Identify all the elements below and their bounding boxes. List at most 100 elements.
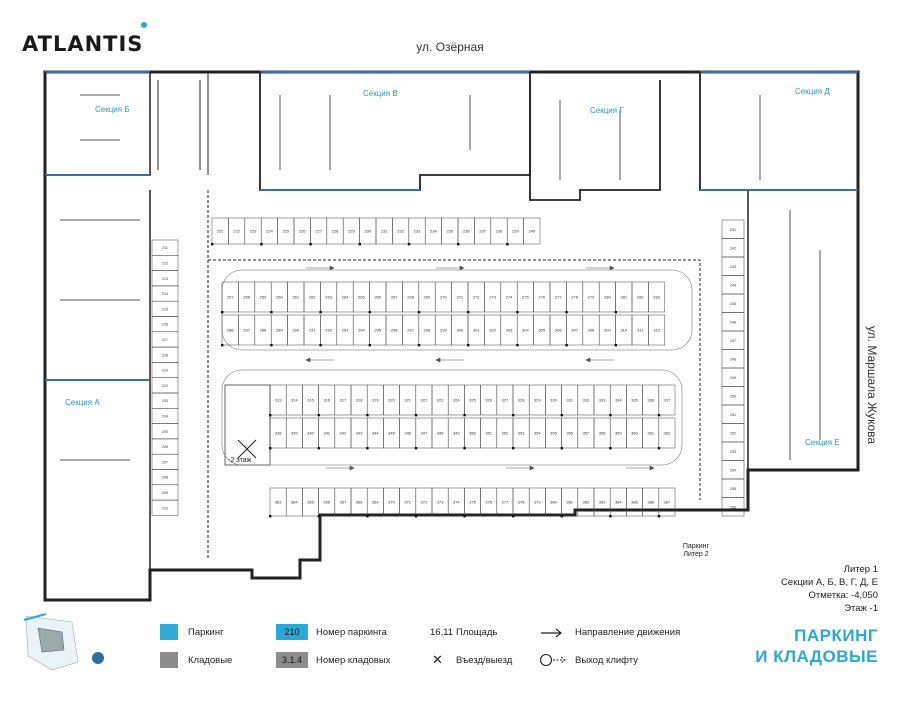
stall-number: 267 (391, 295, 398, 300)
stall-number: 281 (620, 295, 627, 300)
stall-number: 310 (620, 328, 627, 333)
stall-number: 304 (522, 328, 529, 333)
column (609, 447, 612, 450)
title-line1: ПАРКИНГ (794, 626, 878, 645)
stall-number: 264 (342, 295, 349, 300)
stall-number: 232 (397, 229, 404, 234)
stall-number: 361 (647, 431, 654, 436)
stall-number: 218 (162, 353, 168, 357)
stall-number: 237 (479, 229, 486, 234)
column (467, 344, 470, 347)
stall-number: 363 (275, 500, 282, 505)
stall-number: 349 (453, 431, 460, 436)
area-sample: 16,11 (430, 627, 454, 638)
stall-number: 323 (437, 398, 444, 403)
column (414, 447, 418, 450)
stall-number: 289 (276, 328, 283, 333)
legend-area-label: Площадь (456, 627, 498, 638)
stall-number: 227 (315, 229, 322, 234)
column (457, 243, 460, 246)
stall-number: 212 (162, 261, 168, 265)
sections-label: Секции А, Б, В, Г, Д, Е (780, 577, 878, 588)
stall-number: 343 (356, 431, 363, 436)
column (317, 447, 320, 450)
stall-number: 231 (381, 229, 388, 234)
stall-number: 322 (421, 398, 428, 403)
stall-number: 378 (518, 500, 525, 505)
stall-number: 240 (528, 229, 535, 234)
column (657, 447, 661, 450)
stall-number: 221 (217, 229, 224, 234)
stall-number: 257 (227, 295, 234, 300)
stall-number: 302 (489, 328, 496, 333)
parking-stall (151, 499, 179, 516)
stall-number: 327 (502, 398, 509, 403)
stall-number: 223 (250, 229, 257, 234)
column (317, 515, 320, 518)
stall-number: 334 (615, 398, 622, 403)
stall-number: 314 (291, 398, 298, 403)
stall-number: 204 (162, 414, 168, 418)
column (467, 311, 470, 314)
stall-number: 385 (631, 500, 638, 505)
stall-number: 376 (485, 500, 492, 505)
stall-number: 365 (307, 500, 314, 505)
stall-number: 347 (421, 431, 428, 436)
column (319, 311, 322, 314)
stall-number: 351 (485, 431, 492, 436)
column (565, 311, 568, 314)
stall-number: 387 (664, 500, 671, 505)
stall-number: 214 (162, 292, 168, 296)
direction-arrows (305, 265, 655, 471)
stall-number: 305 (538, 328, 545, 333)
stall-number: 210 (162, 506, 168, 510)
stall-number: 355 (550, 431, 557, 436)
column (506, 243, 509, 246)
stall-number: 256 (730, 505, 736, 509)
stall-number: 265 (358, 295, 365, 300)
storage-number-badge: 3.1.4 (276, 652, 308, 668)
stall-number: 297 (407, 328, 414, 333)
stall-number: 292 (325, 328, 332, 333)
stall-number: 252 (730, 431, 736, 435)
stall-number: 205 (162, 430, 168, 434)
stall-number: 208 (162, 476, 168, 480)
direction-arrowhead (529, 465, 535, 471)
stall-number: 356 (566, 431, 573, 436)
stall-number: 324 (453, 398, 460, 403)
column (463, 414, 466, 417)
stall-number: 222 (233, 229, 240, 234)
direction-arrowhead (649, 465, 655, 471)
direction-arrow-icon (541, 628, 562, 638)
column (269, 515, 272, 518)
parking-exit-label: Паркинг Литер 2 (682, 543, 710, 558)
stall-number: 258 (243, 295, 250, 300)
street-top-label: ул. Озёрная (416, 40, 484, 54)
section-g-label: Секция Г (590, 106, 624, 115)
entry-icon: ✕ (432, 652, 443, 667)
column (560, 447, 563, 450)
stall-number: 306 (555, 328, 562, 333)
stall-number: 238 (496, 229, 503, 234)
stall-number: 203 (162, 399, 168, 403)
stall-number: 316 (323, 398, 330, 403)
stall-number: 283 (653, 295, 660, 300)
stall-number: 241 (730, 228, 736, 232)
stall-number: 293 (342, 328, 349, 333)
stall-number: 243 (730, 265, 736, 269)
stall-number: 239 (512, 229, 519, 234)
stall-number: 299 (440, 328, 447, 333)
stall-number: 253 (730, 450, 736, 454)
stall-number: 366 (323, 500, 330, 505)
stall-number: 279 (588, 295, 595, 300)
stall-number: 338 (275, 431, 282, 436)
column (309, 243, 312, 246)
stall-number: 225 (282, 229, 289, 234)
elevation-label: Отметка: -4,050 (808, 590, 878, 601)
stall-number: 342 (340, 431, 347, 436)
legend-direction-label: Направление движения (575, 627, 681, 638)
logo-dot-icon (141, 22, 147, 28)
stall-number: 384 (615, 500, 622, 505)
stall-number: 254 (730, 468, 736, 472)
